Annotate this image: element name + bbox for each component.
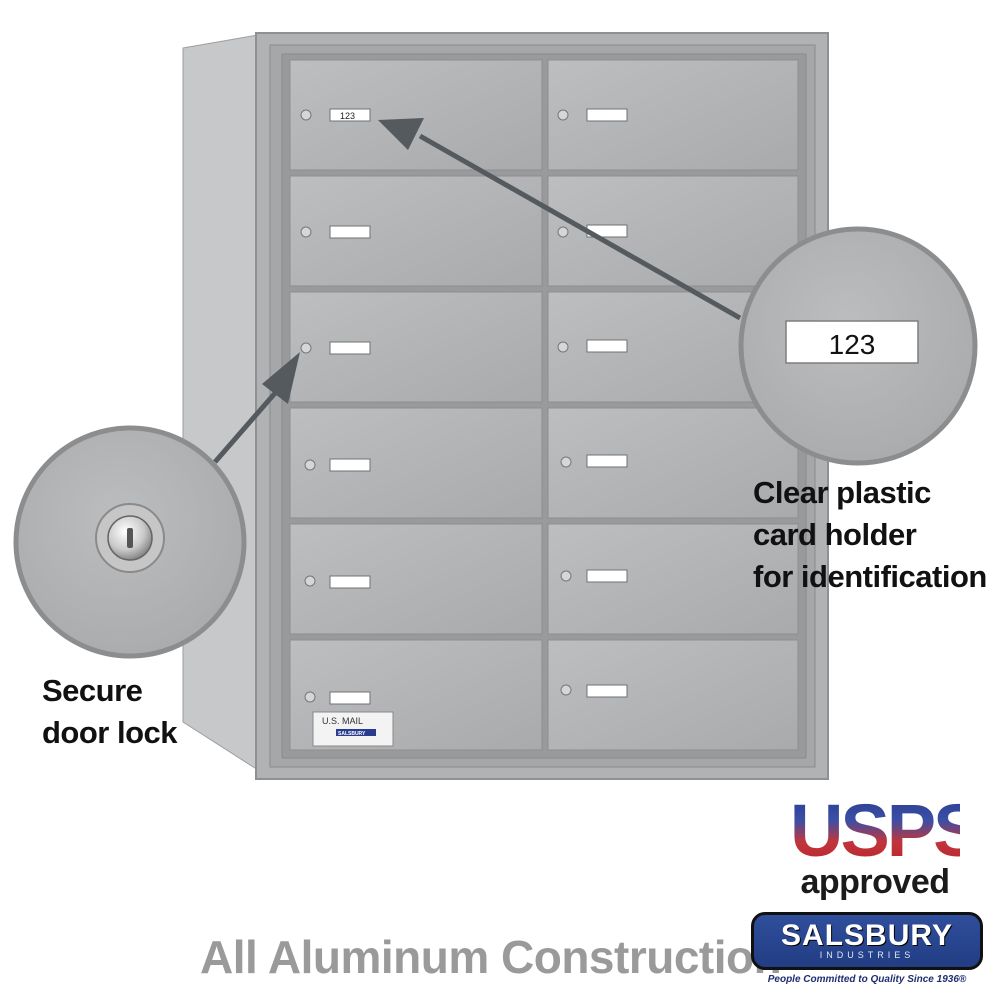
door: [289, 523, 543, 635]
card-holder: [329, 458, 371, 472]
card-holders: [329, 108, 628, 705]
cabinet-side: [182, 34, 259, 771]
card-zoom-holder: [785, 320, 919, 364]
door: [289, 291, 543, 403]
door-number-label: 123: [340, 111, 355, 121]
card-holder: [586, 569, 628, 583]
us-mail-plate-brand: SALSBURY: [338, 731, 366, 737]
card-holder: [329, 341, 371, 355]
construction-headline: All Aluminum Construction: [200, 931, 782, 983]
card-caption-line: card holder: [753, 517, 917, 552]
card-zoom-number: 123: [829, 329, 876, 360]
arrow-head-icon: [262, 352, 300, 404]
card-caption: Clear plastic card holder for identifica…: [753, 472, 998, 598]
salsbury-name: SALSBURY: [781, 919, 953, 952]
lock-icon: [300, 109, 312, 121]
arrow-head-icon: [378, 118, 424, 150]
salsbury-badge: SALSBURY INDUSTRIES: [751, 912, 983, 970]
door: [547, 59, 799, 171]
usps-approved-text: approved: [800, 863, 950, 901]
door-locks: [300, 109, 572, 703]
card-holder: [329, 108, 371, 122]
lock-icon: [557, 226, 569, 238]
door: [289, 59, 543, 171]
door: [289, 175, 543, 287]
card-holder: [329, 225, 371, 239]
lock-icon: [560, 684, 572, 696]
card-holder: [586, 454, 628, 468]
door: [289, 407, 543, 519]
lock-icon: [560, 456, 572, 468]
card-holder: [586, 684, 628, 698]
lock-icon: [560, 570, 572, 582]
lock-caption-line: door lock: [42, 715, 178, 750]
door: [547, 639, 799, 751]
lock-icon: [557, 109, 569, 121]
salsbury-industries: INDUSTRIES: [819, 950, 915, 960]
card-holder: [586, 339, 628, 353]
lock-icon: [557, 341, 569, 353]
lock-icon: [304, 575, 316, 587]
card-holder: [329, 575, 371, 589]
card-caption-line: for identification: [753, 559, 987, 594]
lock-icon: [300, 226, 312, 238]
usps-logo-word: USPS: [790, 789, 983, 872]
callout-arrows: [213, 118, 742, 464]
us-mail-plate: [312, 711, 394, 747]
salsbury-logo: SALSBURY INDUSTRIES People Committed to …: [738, 912, 996, 985]
lock-caption: Secure door lock: [42, 670, 242, 754]
salsbury-tagline: People Committed to Quality Since 1936®: [767, 974, 967, 985]
lock-icon: [304, 691, 316, 703]
card-holder: [329, 691, 371, 705]
card-holder: [586, 108, 628, 122]
us-mail-plate-title: U.S. MAIL: [322, 716, 363, 726]
lock-icon: [304, 459, 316, 471]
usps-approved-logo: USPS approved: [790, 789, 983, 901]
lock-icon: [300, 342, 312, 354]
lock-caption-line: Secure: [42, 673, 143, 708]
card-caption-line: Clear plastic: [753, 475, 931, 510]
